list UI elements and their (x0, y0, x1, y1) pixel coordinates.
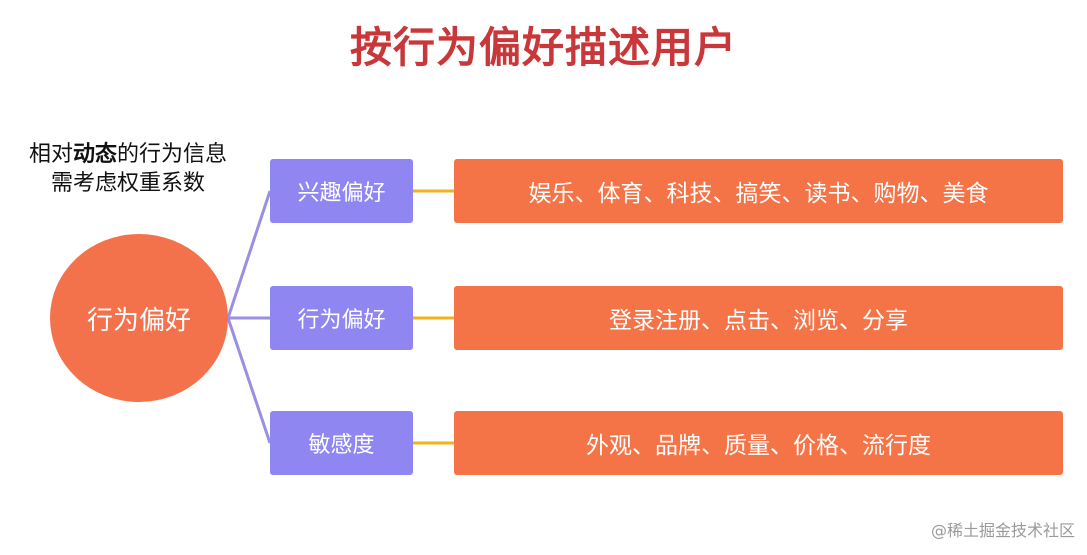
detail-label-interest: 娱乐、体育、科技、搞笑、读书、购物、美食 (528, 181, 989, 207)
note-line-1-prefix: 相对 (28, 142, 73, 167)
note-line-1: 相对动态的行为信息 (8, 140, 248, 169)
detail-node-behavior: 登录注册、点击、浏览、分享 (454, 286, 1063, 350)
detail-label-sensitivity: 外观、品牌、质量、价格、流行度 (586, 433, 931, 459)
root-node-label: 行为偏好 (86, 305, 191, 336)
category-label-behavior: 行为偏好 (297, 308, 386, 333)
category-node-behavior: 行为偏好 (270, 286, 413, 350)
category-node-sensitivity: 敏感度 (270, 411, 413, 475)
detail-node-interest: 娱乐、体育、科技、搞笑、读书、购物、美食 (454, 159, 1063, 223)
branch-line-interest (226, 190, 272, 319)
detail-node-sensitivity: 外观、品牌、质量、价格、流行度 (454, 411, 1063, 475)
category-node-interest: 兴趣偏好 (270, 159, 413, 223)
detail-label-behavior: 登录注册、点击、浏览、分享 (609, 308, 908, 334)
root-node: 行为偏好 (50, 234, 228, 402)
watermark: @稀土掘金技术社区 (930, 521, 1075, 540)
page-title: 按行为偏好描述用户 (349, 23, 737, 72)
category-label-interest: 兴趣偏好 (297, 181, 386, 206)
branch-line-sensitivity (226, 317, 272, 444)
note-line-1-strong: 动态 (72, 142, 117, 167)
note-line-1-suffix: 的行为信息 (117, 142, 228, 167)
note-line-2: 需考虑权重系数 (50, 171, 205, 196)
description-note: 相对动态的行为信息 需考虑权重系数 (8, 140, 248, 198)
category-label-sensitivity: 敏感度 (308, 433, 375, 458)
